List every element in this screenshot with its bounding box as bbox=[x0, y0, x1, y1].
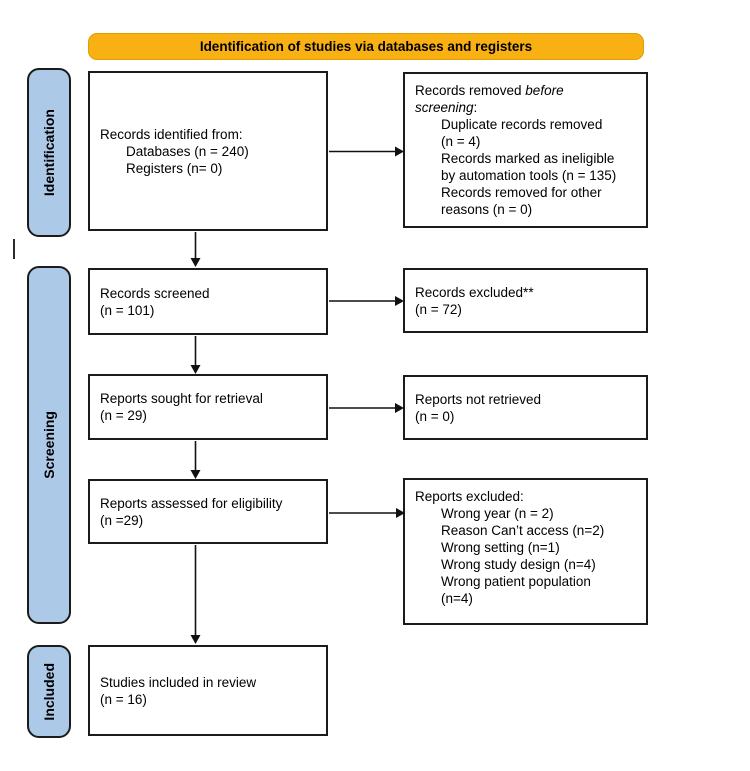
removed-other: Records removed for other bbox=[441, 185, 602, 200]
banner-title: Identification of studies via databases … bbox=[199, 39, 533, 54]
excluded-wrong-population-count: (n=4) bbox=[441, 591, 473, 606]
box-reports-sought: Reports sought for retrieval (n = 29) bbox=[88, 374, 328, 440]
arrow-assessed-to-included bbox=[190, 545, 201, 644]
banner: Identification of studies via databases … bbox=[88, 33, 644, 60]
stage-identification-text: Identification bbox=[41, 108, 57, 197]
reports-sought-text: Reports sought for retrieval bbox=[100, 391, 263, 406]
removed-other-count: reasons (n = 0) bbox=[441, 202, 533, 217]
reports-assessed-count: (n =29) bbox=[100, 512, 144, 528]
excluded-cant-access: Reason Can’t access (n=2) bbox=[441, 523, 605, 538]
box-reports-assessed: Reports assessed for eligibility (n =29) bbox=[88, 479, 328, 544]
records-screened-text: Records screened bbox=[100, 285, 210, 301]
records-removed-title-line1: Records removed before bbox=[415, 83, 564, 98]
records-excluded-text: Records excluded** bbox=[415, 284, 534, 300]
text-cursor-artifact bbox=[13, 239, 15, 259]
box-records-identified: Records identified from: Databases (n = … bbox=[88, 71, 328, 231]
arrow-screened-to-sought bbox=[190, 336, 201, 374]
box-records-removed: Records removed before screening: Duplic… bbox=[403, 72, 648, 228]
records-identified-registers: Registers (n= 0) bbox=[126, 160, 223, 176]
records-identified-title: Records identified from: bbox=[100, 126, 243, 142]
reports-not-retrieved-count: (n = 0) bbox=[415, 408, 455, 424]
studies-included-count: (n = 16) bbox=[100, 691, 147, 707]
arrow-identified-to-screened bbox=[190, 232, 201, 267]
excluded-wrong-setting: Wrong setting (n=1) bbox=[441, 540, 560, 555]
arrow-sought-to-assessed bbox=[190, 441, 201, 479]
box-records-excluded: Records excluded** (n = 72) bbox=[403, 268, 648, 333]
reports-not-retrieved-text: Reports not retrieved bbox=[415, 391, 542, 407]
records-excluded-count: (n = 72) bbox=[415, 301, 462, 317]
stage-included-text: Included bbox=[41, 662, 57, 721]
stage-label-identification: Identification bbox=[27, 68, 71, 237]
arrow-assessed-to-reports-excluded bbox=[329, 508, 405, 518]
removed-ineligible-count: by automation tools (n = 135) bbox=[441, 168, 617, 183]
stage-label-screening: Screening bbox=[27, 266, 71, 624]
box-reports-not-retrieved: Reports not retrieved (n = 0) bbox=[403, 375, 648, 440]
excluded-wrong-design: Wrong study design (n=4) bbox=[441, 557, 596, 572]
reports-excluded-title: Reports excluded: bbox=[415, 489, 524, 504]
excluded-wrong-population: Wrong patient population bbox=[441, 574, 591, 589]
box-studies-included: Studies included in review (n = 16) bbox=[88, 645, 328, 736]
arrow-screened-to-excluded bbox=[329, 296, 404, 306]
arrow-sought-to-not-retrieved bbox=[329, 403, 404, 413]
stage-screening-text: Screening bbox=[41, 411, 57, 479]
arrow-identified-to-removed bbox=[329, 146, 404, 157]
records-identified-databases: Databases (n = 240) bbox=[126, 143, 249, 159]
records-screened-count: (n = 101) bbox=[100, 302, 155, 318]
records-removed-title-line2: screening: bbox=[415, 100, 478, 115]
reports-assessed-text: Reports assessed for eligibility bbox=[100, 495, 283, 511]
reports-sought-count: (n = 29) bbox=[100, 408, 147, 423]
box-records-screened: Records screened (n = 101) bbox=[88, 268, 328, 335]
box-reports-excluded: Reports excluded: Wrong year (n = 2) Rea… bbox=[403, 478, 648, 625]
studies-included-text: Studies included in review bbox=[100, 674, 257, 690]
stage-label-included: Included bbox=[27, 645, 71, 738]
removed-duplicates-count: (n = 4) bbox=[441, 134, 481, 149]
removed-ineligible: Records marked as ineligible bbox=[441, 151, 615, 166]
removed-duplicates: Duplicate records removed bbox=[441, 117, 603, 132]
excluded-wrong-year: Wrong year (n = 2) bbox=[441, 506, 554, 521]
